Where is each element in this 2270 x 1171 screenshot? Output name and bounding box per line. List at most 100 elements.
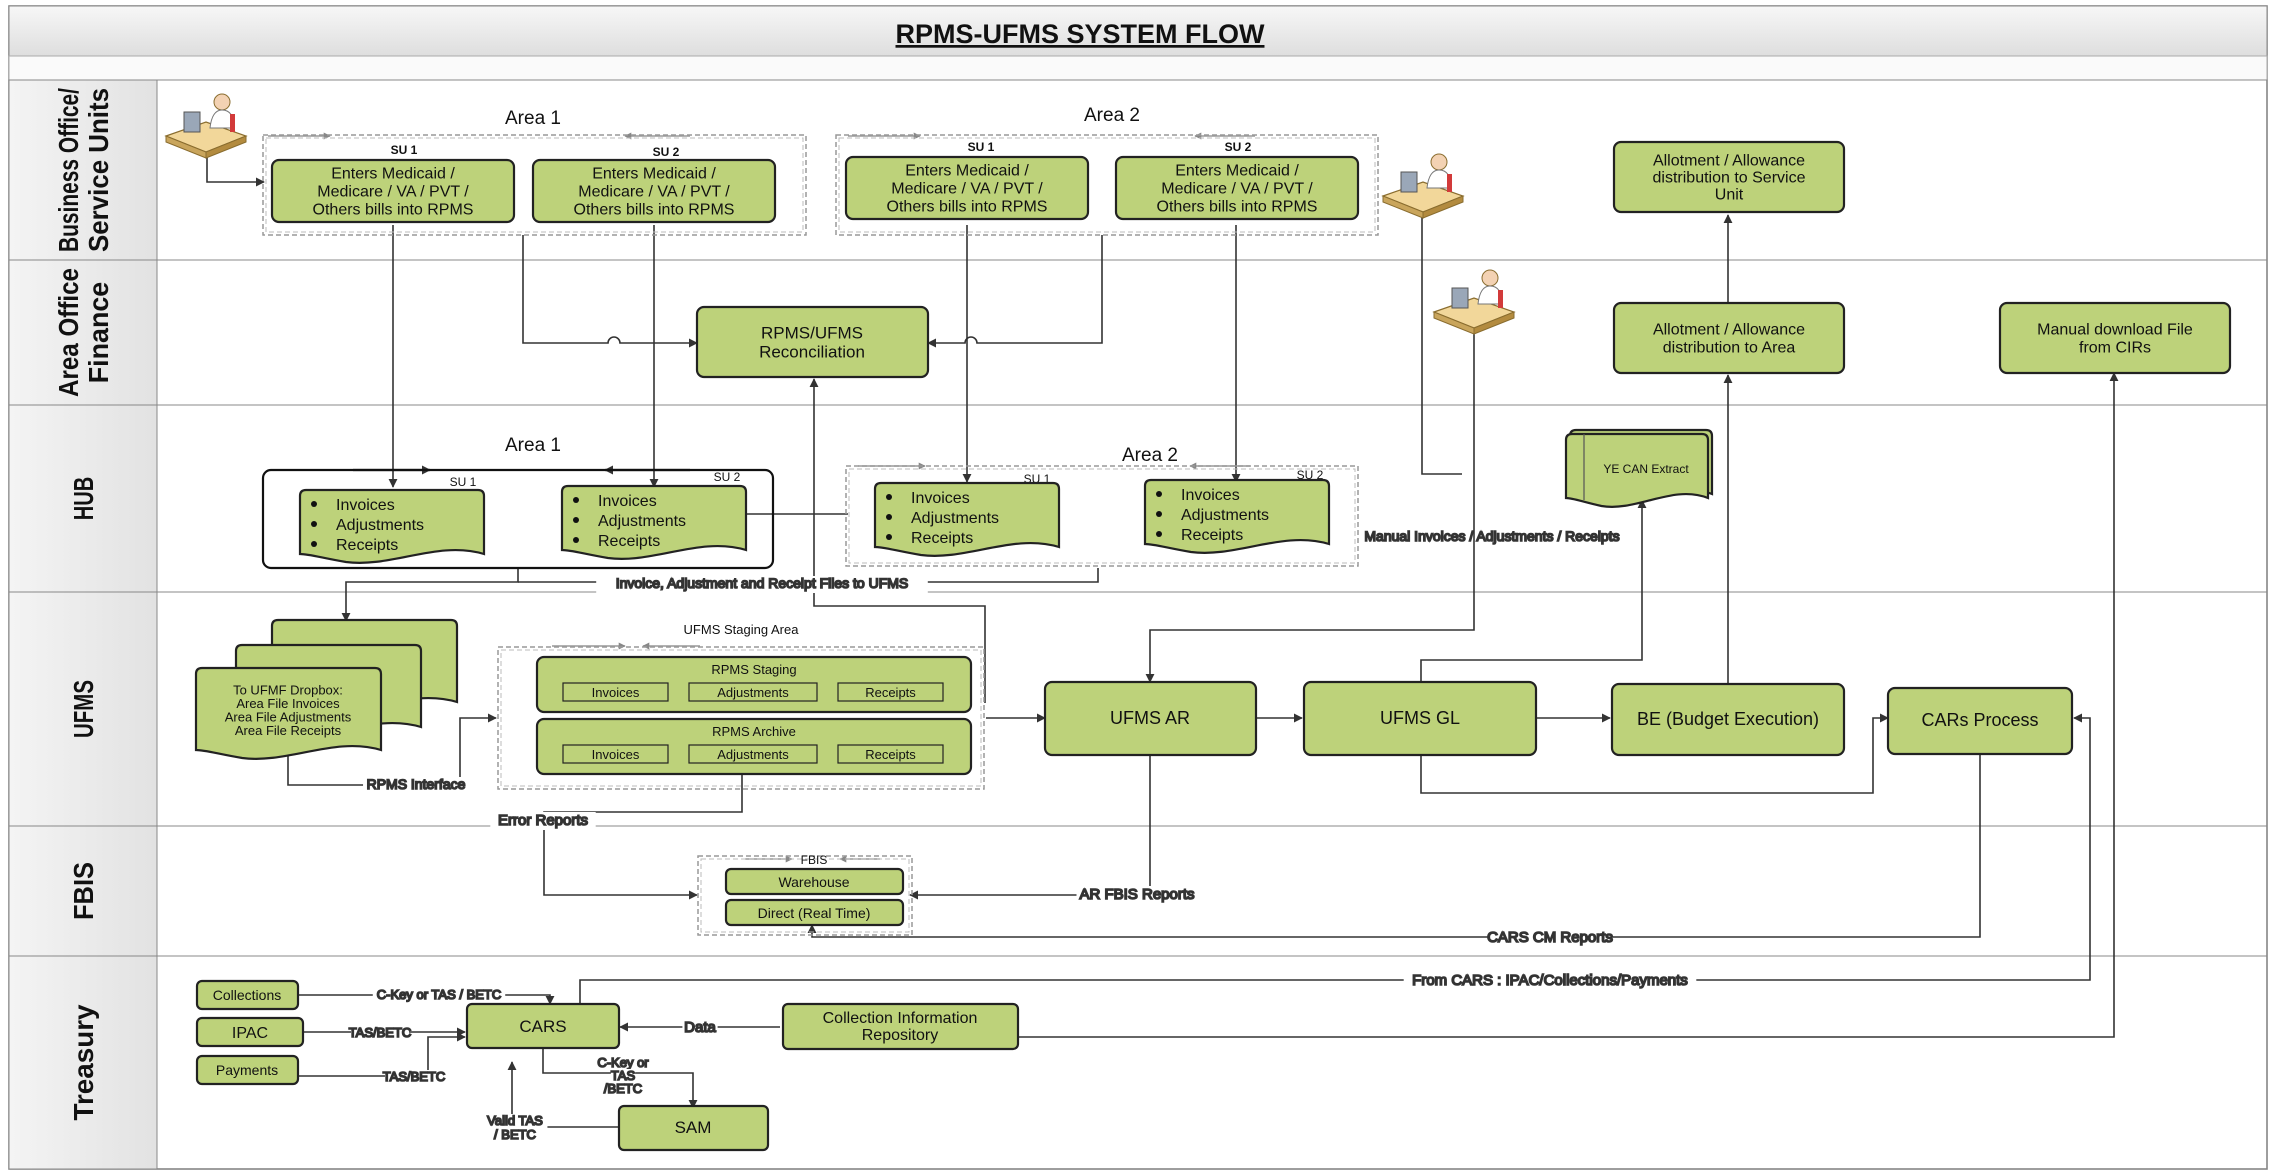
edge-label-ckey-sam: C-Key or (597, 1055, 649, 1070)
edge-label-bg (482, 1114, 548, 1130)
edge-area2-to-reconciliation (927, 235, 1103, 348)
bullet (886, 514, 892, 520)
hub-item-text: Receipts (598, 533, 660, 550)
ye-can-doc (1564, 432, 1710, 508)
edge-label-hub-to-ufms: Invoice, Adjustment and Receipt Files to… (616, 575, 909, 591)
enter-bills-box-4 (1114, 155, 1360, 221)
lane-label-ufms: UFMS (68, 680, 99, 738)
manual-download-box (1998, 301, 2232, 375)
hub-item-text: Adjustments (336, 517, 424, 534)
cir-box (781, 1002, 1020, 1051)
dropbox-doc-1 (194, 666, 383, 760)
bo-area1-container-inner (265, 137, 804, 233)
enter-bills-text: Medicare / VA / PVT / (1161, 181, 1313, 198)
edge-label-rpms-interface: RPMS Interface (367, 776, 466, 792)
monitor (1400, 171, 1418, 193)
edge-label-ckey-sam: TAS (611, 1068, 636, 1083)
dropbox-text: Area File Receipts (235, 723, 342, 738)
dropbox-text: To UFMF Dropbox: (233, 682, 343, 697)
staging-cell (837, 744, 944, 764)
payments-box (195, 1054, 300, 1086)
bullet (1156, 511, 1162, 517)
allotment-su-text: Unit (1715, 187, 1744, 204)
monitor (183, 111, 201, 133)
enter-bills-text: Medicare / VA / PVT / (317, 184, 469, 201)
ufms-gl-text: UFMS GL (1380, 708, 1460, 728)
bullet (886, 494, 892, 500)
edge-label-bg (492, 1128, 538, 1144)
sam-box (617, 1104, 770, 1152)
staging-area-title: UFMS Staging Area (684, 622, 800, 637)
lane-label-text: UFMS (68, 680, 99, 738)
bullet (1156, 491, 1162, 497)
lane-label-text: Finance (83, 282, 114, 384)
hub-item-text: Adjustments (911, 510, 999, 527)
edge-label-manual-iar: Manual Invoices / Adjustments / Receipts (1364, 528, 1619, 544)
ufms-ar-box (1043, 680, 1258, 757)
hub-item-text: Adjustments (598, 513, 686, 530)
lane-label-text: FBIS (68, 862, 99, 920)
dropbox-text: Area File Adjustments (225, 709, 352, 724)
monitor (1451, 287, 1469, 309)
bullet (573, 497, 579, 503)
lane-label-text: Service Units (83, 88, 114, 252)
head (1430, 153, 1448, 171)
cir-text: Repository (862, 1027, 938, 1044)
edge-ao-user-to-ar (1145, 330, 1475, 683)
staging-cell-text: Receipts (865, 747, 916, 762)
lane-ao (8, 259, 2268, 406)
allotment-area-box (1612, 301, 1846, 375)
staging-cell (688, 682, 818, 702)
lane-label-treasury: Treasury (68, 1004, 99, 1120)
bo-area1-label: Area 1 (505, 108, 561, 129)
allotment-area-text: distribution to Area (1663, 340, 1796, 357)
enter-bills-text: Enters Medicaid / (905, 163, 1029, 180)
hub-item-text: Invoices (911, 490, 970, 507)
payments-text: Payments (216, 1062, 278, 1078)
desk-front (1422, 195, 1464, 219)
hub-area2-container (845, 465, 1359, 567)
edge-label-tas-betc-2: TAS/BETC (383, 1069, 446, 1084)
fbis-container (697, 855, 913, 936)
lane-header-ufms (8, 591, 158, 827)
bullet (886, 534, 892, 540)
ufms-gl-box (1302, 680, 1538, 757)
hub-item-text: Invoices (1181, 487, 1240, 504)
enter-bills-text: Enters Medicaid / (592, 166, 716, 183)
su-label: SU 1 (391, 143, 418, 157)
edge-label-error-reports: Error Reports (498, 812, 588, 829)
enter-bills-text: Others bills into RPMS (313, 202, 474, 219)
edge-area1-to-reconciliation (522, 235, 698, 348)
fbis-title: FBIS (801, 853, 828, 867)
collections-box (195, 979, 300, 1011)
warehouse-box (724, 867, 905, 896)
lane-label-text: Business Office/ (53, 88, 84, 252)
edge-payments-to-cars (298, 1032, 466, 1077)
allotment-su-text: Allotment / Allowance (1653, 153, 1805, 170)
staging-cell (562, 744, 669, 764)
hub-item-text: Receipts (911, 530, 973, 547)
hub-item-text: Receipts (1181, 527, 1243, 544)
chair (1447, 174, 1452, 192)
direct-text: Direct (Real Time) (758, 905, 871, 921)
edge-cars-process-to-fbis (807, 755, 1981, 938)
edge-label-ckey-sam: /BETC (604, 1081, 642, 1096)
hub-area1-container (261, 468, 775, 570)
desk-front (1473, 311, 1515, 335)
edge-label-bg (682, 1019, 718, 1037)
edge-label-bg (596, 576, 928, 593)
edge-ar-to-fbis (909, 755, 1151, 900)
dropbox-text: Area File Invoices (236, 696, 340, 711)
rpms-archive-box-title: RPMS Archive (712, 724, 796, 739)
user-icon-bo-area2 (1381, 153, 1465, 219)
edge-label-cars-cm: CARS CM Reports (1487, 929, 1613, 946)
edge-user-manual-line (1421, 212, 1462, 475)
reconciliation-text: RPMS/UFMS (761, 323, 863, 342)
edge-label-valid-tas: / BETC (494, 1127, 536, 1142)
lane-label-hub: HUB (68, 477, 99, 521)
hub-a1-su1-doc (298, 488, 486, 564)
edge-label-tas-betc-1: TAS/BETC (349, 1025, 412, 1040)
